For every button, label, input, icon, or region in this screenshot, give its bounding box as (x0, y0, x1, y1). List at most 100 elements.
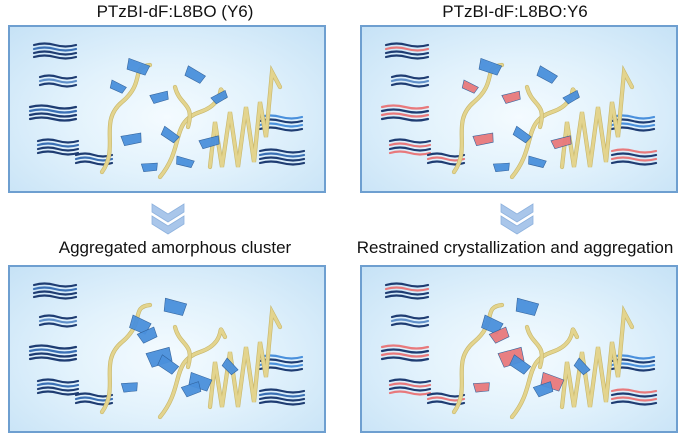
right-result-caption: Restrained crystallization and aggregati… (356, 238, 674, 257)
stack-layer (38, 74, 78, 80)
stack-layer (388, 378, 432, 384)
acceptor-flake (136, 326, 158, 344)
stack-layer (380, 352, 430, 358)
stack-layer (426, 152, 466, 158)
acceptor-flake (532, 381, 554, 398)
donor-polymer-chain (100, 303, 152, 414)
stack-layer (610, 152, 658, 158)
acceptor-flake (163, 297, 188, 316)
acceptor-stack (388, 378, 432, 396)
stack-layer (32, 50, 78, 56)
stack-layer (28, 344, 78, 350)
donor-polymer-chain (525, 85, 544, 129)
acceptor-stack (32, 42, 78, 60)
donor-polymer-chain (510, 328, 579, 419)
stack-layer (32, 42, 78, 48)
stack-layer (36, 150, 80, 156)
stack-layer (388, 138, 432, 144)
stack-layer (380, 112, 430, 118)
donor-polymer-chain (510, 88, 579, 179)
acceptor-flake (472, 132, 494, 147)
acceptor-flake (573, 357, 591, 376)
donor-polymer-chain (208, 66, 282, 169)
stack-layer (258, 388, 306, 394)
stack-layer (28, 348, 78, 354)
acceptor-flake (210, 89, 228, 105)
acceptor-stack (38, 74, 78, 88)
acceptor-flake (515, 297, 540, 316)
acceptor-flake (488, 326, 510, 344)
stack-layer (32, 294, 78, 300)
acceptor-flake (550, 135, 572, 150)
stack-layer (32, 54, 78, 60)
acceptor-flake (120, 132, 142, 147)
acceptor-stack (380, 344, 430, 362)
stack-layer (36, 146, 80, 152)
acceptor-stack (384, 282, 430, 300)
stack-layer (390, 78, 430, 84)
acceptor-flake (140, 162, 158, 173)
stack-layer (36, 382, 80, 388)
acceptor-stack (610, 388, 658, 406)
acceptor-stack (38, 314, 78, 328)
acceptor-flake (492, 162, 510, 173)
right-initial-morphology-diagram (380, 42, 658, 180)
stack-layer (74, 392, 114, 398)
right-down-chevron-icon (500, 203, 534, 235)
stack-layer (388, 142, 432, 148)
acceptor-stack (28, 104, 78, 122)
stack-layer (32, 286, 78, 292)
stack-layer (258, 392, 306, 398)
acceptor-flake (562, 89, 580, 105)
stack-layer (380, 108, 430, 114)
stack-layer (384, 290, 430, 296)
donor-polymer-chain (173, 325, 192, 369)
acceptor-flake (478, 57, 503, 76)
stack-layer (610, 148, 658, 154)
stack-layer (610, 388, 658, 394)
stack-layer (36, 142, 80, 148)
stack-layer (384, 46, 430, 52)
stack-layer (38, 314, 78, 320)
stack-layer (32, 46, 78, 52)
stack-layer (610, 392, 658, 398)
stack-layer (388, 386, 432, 392)
stack-layer (380, 104, 430, 110)
stack-layer (38, 322, 78, 328)
acceptor-flake (501, 90, 521, 104)
stack-layer (390, 318, 430, 324)
stack-layer (380, 356, 430, 362)
acceptor-stack (258, 388, 306, 406)
acceptor-flake (160, 125, 180, 144)
acceptor-flake (461, 79, 479, 94)
stack-layer (380, 344, 430, 350)
stack-layer (390, 314, 430, 320)
acceptor-stack (36, 138, 80, 156)
stack-layer (390, 322, 430, 328)
acceptor-stack (384, 42, 430, 60)
acceptor-flake (512, 125, 532, 144)
acceptor-stack (258, 148, 306, 166)
stack-layer (258, 396, 306, 402)
stack-layer (610, 156, 658, 162)
acceptor-flake (120, 382, 138, 393)
stack-layer (36, 390, 80, 396)
donor-polymer-chain (560, 306, 634, 409)
stack-layer (384, 54, 430, 60)
left-aggregated-morphology-diagram (28, 282, 306, 420)
stack-layer (426, 392, 466, 398)
stack-layer (32, 282, 78, 288)
acceptor-flake (528, 155, 547, 168)
stack-layer (380, 348, 430, 354)
donor-polymer-chain (452, 303, 504, 414)
stack-layer (384, 286, 430, 292)
stack-layer (610, 396, 658, 402)
donor-polymer-chain (158, 328, 227, 419)
stack-layer (258, 160, 306, 166)
acceptor-stack (390, 74, 430, 88)
right-initial-morphology-panel (360, 25, 678, 193)
stack-layer (610, 160, 658, 166)
acceptor-flake (184, 65, 206, 84)
stack-layer (258, 148, 306, 154)
right-column-title: PTzBI-dF:L8BO:Y6 (442, 2, 588, 21)
